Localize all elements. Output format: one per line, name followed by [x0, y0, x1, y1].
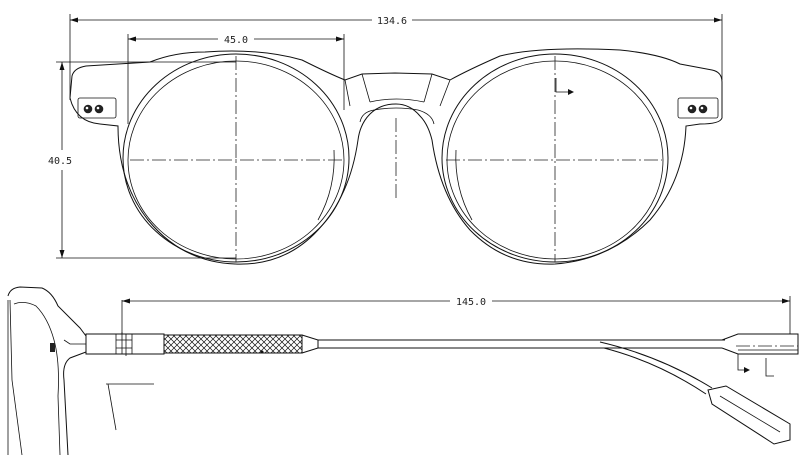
lens-width-label: 45.0 [224, 35, 248, 46]
hinge-screw-symbol [115, 332, 133, 356]
rim-section-inner [13, 302, 61, 456]
temple-tip-bent-center [719, 395, 781, 433]
temple-tip-straight [721, 333, 799, 355]
hinge-block [85, 333, 165, 355]
temple-bend-lower [603, 347, 707, 395]
dimension-lens-height: 40.5 [48, 61, 236, 259]
temple-knurled-section [163, 334, 303, 354]
tip-section-marker-2 [765, 358, 774, 377]
right-hinge-plate [677, 97, 719, 119]
rim-section-outer [7, 286, 87, 456]
total-width-label: 134.6 [377, 16, 407, 27]
rim-hinge-step [63, 339, 86, 345]
front-view: 134.6 45.0 40.5 [48, 14, 723, 265]
tip-section-marker-1 [737, 354, 746, 371]
temple-taper [301, 334, 319, 354]
temple-length-label: 145.0 [456, 297, 486, 308]
dimension-total-width: 134.6 [69, 14, 723, 100]
bridge-top [344, 73, 451, 107]
side-view: 145.0 [7, 286, 799, 456]
temple-tip-bent [707, 385, 791, 445]
dimension-lens-width: 45.0 [127, 34, 345, 124]
right-rivet-1 [687, 104, 697, 114]
section-marker-arrow [568, 89, 574, 95]
leader-line [106, 383, 154, 431]
section-marker [555, 78, 570, 93]
rim-rivet-mark [50, 343, 55, 352]
temple-bend [599, 341, 713, 389]
left-lens-bevel [317, 149, 335, 221]
temple-core-pin [260, 350, 264, 354]
right-lens-bevel [455, 149, 473, 221]
left-rivet-1 [83, 104, 93, 114]
left-rivet-2 [94, 104, 104, 114]
right-rivet-2 [698, 104, 708, 114]
bridge-inner [359, 107, 435, 125]
dimension-temple-length: 145.0 [122, 296, 791, 334]
frame-outline [69, 48, 723, 265]
rim-section-lens-edge [9, 299, 23, 456]
lens-height-label: 40.5 [48, 156, 72, 167]
left-hinge-plate [77, 97, 117, 119]
